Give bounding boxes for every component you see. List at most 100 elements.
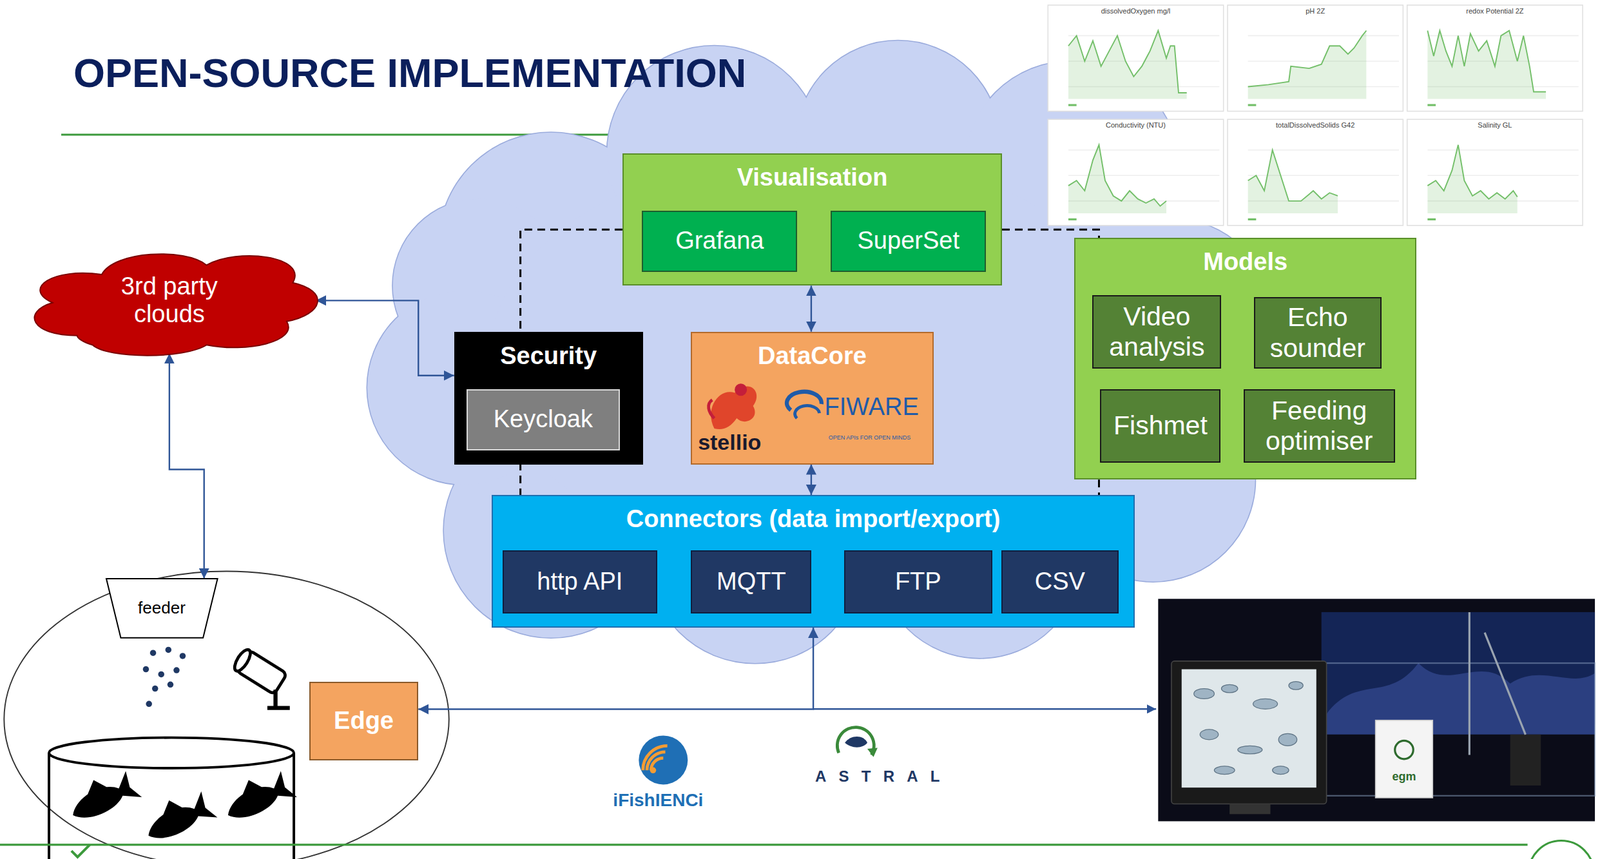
chart-panel (1248, 150, 1338, 202)
chart-panel (1047, 119, 1224, 226)
chart-panel (1407, 5, 1583, 112)
camera-icon (267, 689, 290, 708)
fish-tank (149, 816, 155, 822)
feed-pellets (179, 652, 187, 659)
slide-title: OPEN-SOURCE IMPLEMENTATION (73, 50, 747, 96)
farm-site (3, 571, 449, 859)
chart-panel (1068, 103, 1077, 106)
chart-panel (1227, 119, 1403, 226)
lab-photo (1321, 663, 1595, 796)
lab-photo (1237, 745, 1263, 754)
ifishienci-logo (650, 767, 657, 774)
tool-box: SuperSet (830, 210, 986, 272)
lab-photo (1288, 681, 1303, 691)
connector-box: MQTT (690, 550, 812, 614)
data-flow-arrow (418, 627, 814, 710)
logo-text: ASTRAL (815, 768, 953, 785)
ifishienci-logo (643, 745, 668, 771)
box-label: Feeding optimiser (1247, 395, 1392, 457)
lab-photo (1157, 598, 1595, 821)
lab-photo (1510, 734, 1542, 786)
feed-pellets (167, 681, 174, 688)
connector-box: FTP (844, 550, 993, 614)
group-box: Connectors (data import/export)http APIM… (491, 494, 1135, 628)
chart-panel (1427, 144, 1517, 200)
group-box: VisualisationGrafanaSuperSet (622, 153, 1003, 287)
ifishienci-logo (638, 735, 688, 785)
logo-tagline: OPEN APIs FOR OPEN MINDS (828, 434, 912, 442)
chart-title: redox Potential 2Z (1465, 7, 1524, 15)
chart-panel (1227, 119, 1403, 226)
astral-logo (867, 747, 878, 757)
lab-photo (1157, 598, 1595, 821)
feed-pellets (157, 671, 165, 678)
model-box: Feeding optimiser (1243, 389, 1396, 463)
chart-panel (1047, 5, 1224, 112)
lab-photo (1395, 740, 1414, 759)
logo-text: FIWARE (824, 393, 919, 421)
chart-title: Salinity GL (1477, 121, 1512, 129)
chart-panel (1068, 218, 1077, 221)
camera-icon (231, 646, 288, 694)
chart-panel (1427, 144, 1517, 214)
astral-logo (844, 736, 868, 748)
feed-pellets (143, 666, 150, 673)
box-label: FTP (895, 567, 942, 597)
chart-panel (1427, 149, 1579, 151)
box-label: Keycloak (493, 405, 593, 434)
fish-tank (74, 796, 80, 802)
footer-rule (0, 843, 1528, 846)
chart-panel (1047, 5, 1224, 112)
fiware-logo (786, 391, 822, 419)
data-flow-arrow (810, 464, 812, 496)
data-flow-arrow (315, 300, 455, 376)
chart-panel (1248, 30, 1367, 87)
footer-rule (1528, 840, 1594, 859)
lab-photo (1278, 733, 1298, 746)
chart-panel (1427, 103, 1436, 106)
camera-icon (231, 646, 254, 674)
group-box: SecurityKeycloak (454, 331, 644, 465)
feed-pellets (143, 646, 187, 707)
chart-panel (1227, 5, 1403, 112)
lab-photo (1171, 661, 1327, 805)
chart-panel (1407, 5, 1583, 112)
chart-panel (1248, 150, 1338, 214)
stellio-logo (708, 383, 758, 430)
box-label: Edge (333, 706, 394, 736)
chart-panel (1248, 35, 1399, 37)
group-box: ModelsVideo analysisEcho sounderFishmetF… (1074, 237, 1416, 480)
box-label: http API (536, 567, 623, 597)
chart-panel (1427, 218, 1436, 221)
chart-panel (1068, 30, 1187, 99)
lab-photo (1272, 766, 1289, 775)
farm-site (3, 571, 449, 859)
lab-photo (1194, 681, 1303, 775)
chart-panel (1248, 149, 1399, 151)
lab-photo (1199, 729, 1219, 740)
group-heading: DataCore (757, 342, 867, 371)
tool-box: Keycloak (466, 389, 620, 451)
box-label: Echo sounder (1257, 302, 1378, 363)
chart-panel (1047, 119, 1224, 226)
logo-text: egm (1391, 770, 1416, 784)
link-to-photo (813, 708, 1157, 710)
feed-pellets (152, 685, 159, 692)
lab-photo (1214, 766, 1235, 775)
stellio-logo (710, 386, 757, 430)
model-box: Echo sounder (1253, 297, 1382, 369)
fish-tank (48, 737, 298, 859)
fish-tank (229, 796, 235, 802)
chart-panel (1427, 30, 1546, 99)
fish-tank (138, 784, 218, 850)
model-box: Fishmet (1099, 389, 1221, 463)
cloud-background (367, 40, 1271, 664)
edge-box: Edge (309, 681, 419, 761)
cloud-background (367, 40, 1271, 664)
box-label: Fishmet (1113, 410, 1208, 441)
cloud-background (367, 40, 1271, 664)
feed-pellets (150, 649, 157, 656)
logo-text: iFishIENCi (612, 790, 704, 811)
camera-icon (231, 646, 290, 708)
feed-pellets (173, 666, 180, 673)
